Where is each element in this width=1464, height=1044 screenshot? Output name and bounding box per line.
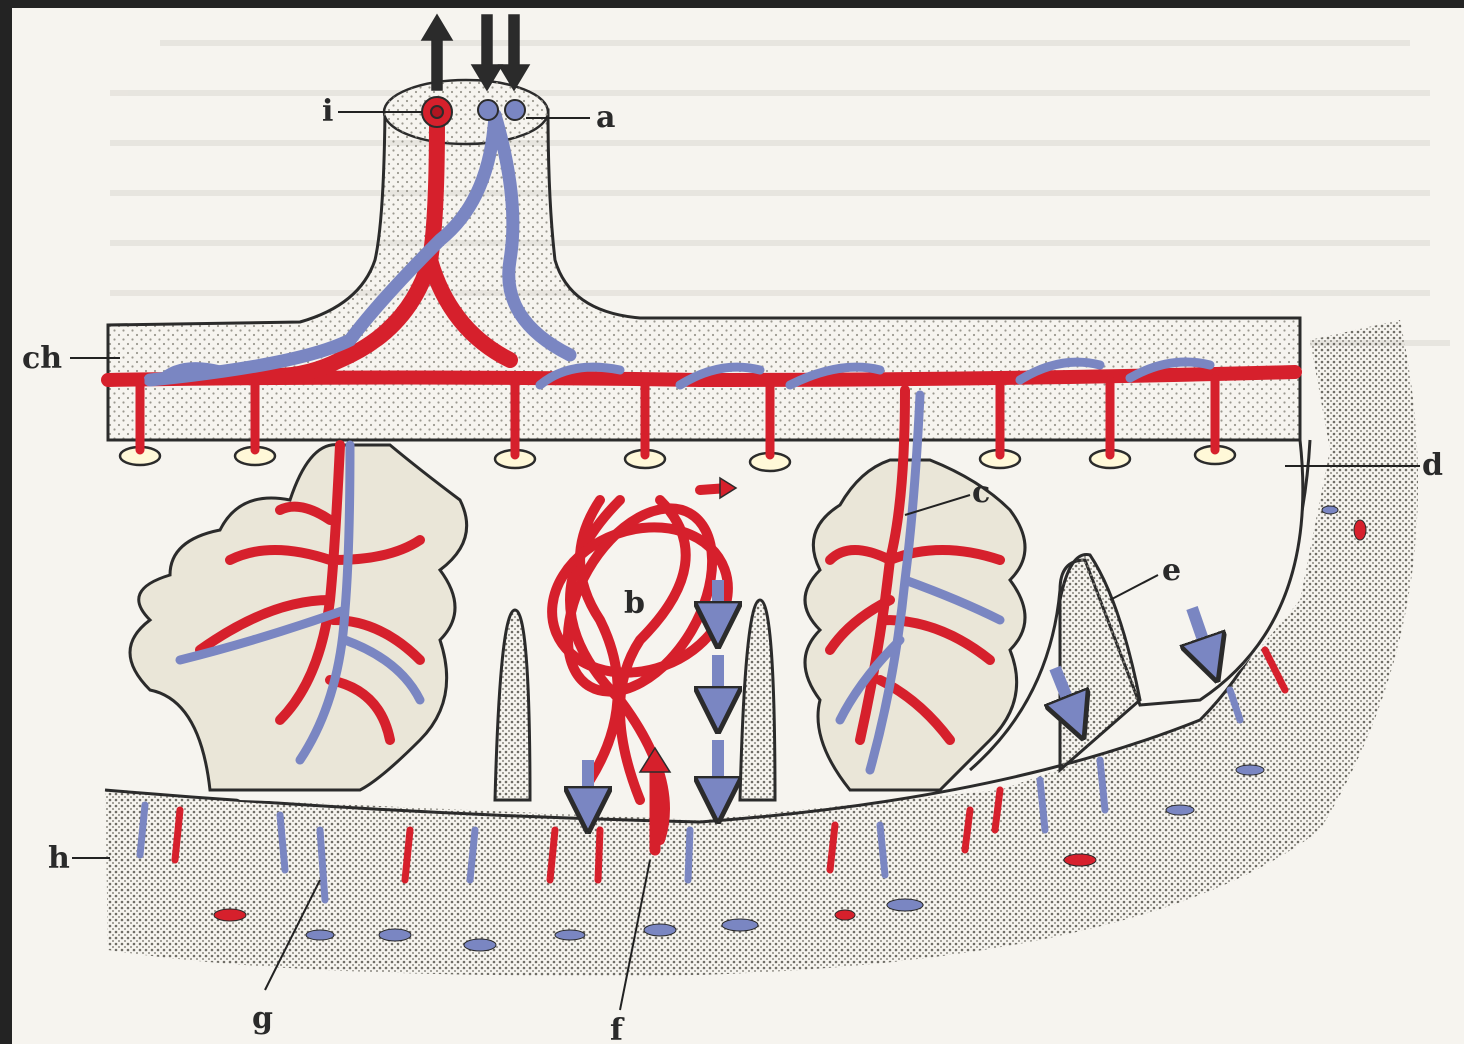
label-b: b	[624, 586, 645, 621]
label-d: d	[1422, 448, 1443, 483]
label-i: i	[322, 94, 333, 129]
label-f: f	[610, 1013, 625, 1044]
label-c: c	[972, 475, 990, 510]
cord-flow-arrows	[422, 15, 529, 90]
umbilical-cord	[108, 110, 1300, 440]
label-h: h	[48, 841, 70, 876]
background-print-lines	[110, 40, 1450, 346]
placenta-diagram: i a ch b c d e h g f	[12, 8, 1464, 1044]
label-ch: ch	[22, 341, 62, 376]
label-g: g	[252, 1001, 273, 1036]
diagram-page: i a ch b c d e h g f	[12, 8, 1464, 1044]
label-a: a	[596, 100, 615, 135]
label-e: e	[1162, 553, 1181, 588]
